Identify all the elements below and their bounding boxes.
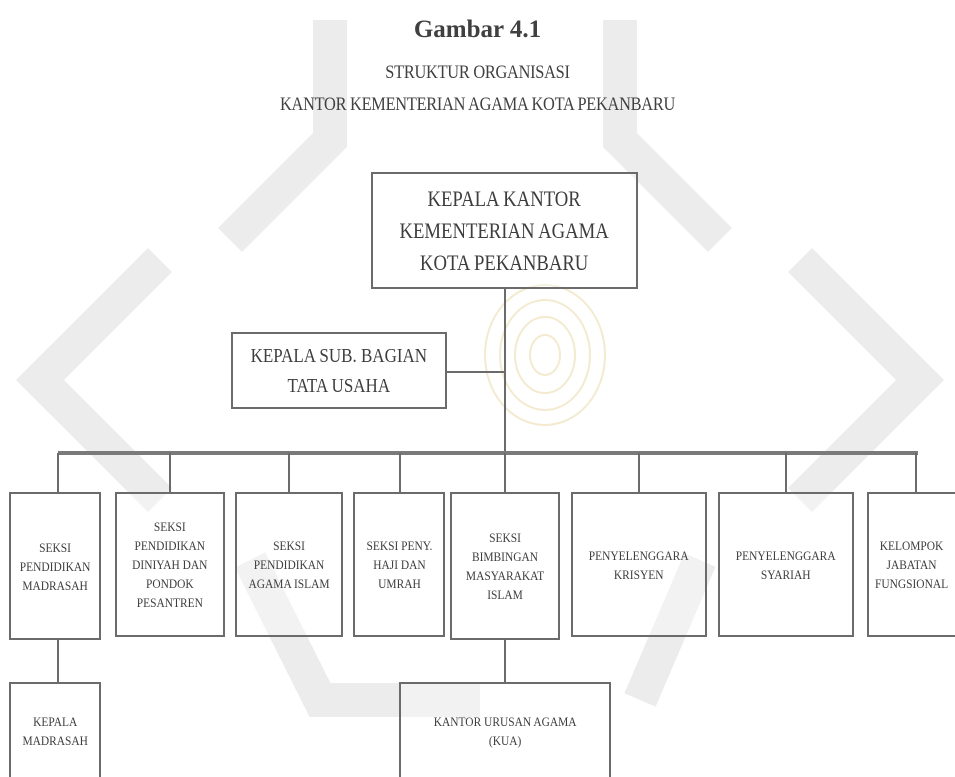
box-penyelenggara-krisyen-label: PENYELENGGARA KRISYEN bbox=[589, 547, 689, 582]
box-kantor-urusan-agama: KANTOR URUSAN AGAMA (KUA) bbox=[399, 682, 611, 777]
box-seksi-pendidikan-madrasah: SEKSI PENDIDIKAN MADRASAH bbox=[9, 492, 101, 640]
box-penyelenggara-syariah-label: PENYELENGGARA SYARIAH bbox=[736, 547, 836, 582]
box-tata-usaha: KEPALA SUB. BAGIAN TATA USAHA bbox=[231, 332, 447, 409]
box-kelompok-jabatan-fungsional-label: KELOMPOK JABATAN FUNGSIONAL bbox=[875, 538, 949, 591]
chart-title-line-1: STRUKTUR ORGANISASI bbox=[385, 62, 570, 83]
box-seksi-bimbingan-masyarakat-label: SEKSI BIMBINGAN MASYARAKAT ISLAM bbox=[465, 530, 545, 602]
box-seksi-pendidikan-agama-islam: SEKSI PENDIDIKAN AGAMA ISLAM bbox=[235, 492, 343, 637]
box-kelompok-jabatan-fungsional: KELOMPOK JABATAN FUNGSIONAL bbox=[867, 492, 955, 637]
box-kepala-kantor-label: KEPALA KANTOR KEMENTERIAN AGAMA KOTA PEK… bbox=[399, 185, 610, 275]
box-seksi-pendidikan-diniyah-label: SEKSI PENDIDIKAN DINIYAH DAN PONDOK PESA… bbox=[132, 519, 208, 610]
box-kepala-madrasah: KEPALA MADRASAH bbox=[9, 682, 101, 777]
figure-label: Gambar 4.1 bbox=[413, 16, 542, 43]
box-seksi-pendidikan-agama-islam-label: SEKSI PENDIDIKAN AGAMA ISLAM bbox=[248, 538, 330, 591]
box-kantor-urusan-agama-label: KANTOR URUSAN AGAMA (KUA) bbox=[433, 713, 577, 748]
box-seksi-bimbingan-masyarakat: SEKSI BIMBINGAN MASYARAKAT ISLAM bbox=[450, 492, 560, 640]
box-penyelenggara-krisyen: PENYELENGGARA KRISYEN bbox=[571, 492, 707, 637]
box-kepala-kantor: KEPALA KANTOR KEMENTERIAN AGAMA KOTA PEK… bbox=[371, 172, 638, 289]
chart-title-line-2: KANTOR KEMENTERIAN AGAMA KOTA PEKANBARU bbox=[279, 94, 676, 115]
box-penyelenggara-syariah: PENYELENGGARA SYARIAH bbox=[718, 492, 854, 637]
box-seksi-haji-umrah-label: SEKSI PENY. HAJI DAN UMRAH bbox=[366, 538, 432, 591]
box-tata-usaha-label: KEPALA SUB. BAGIAN TATA USAHA bbox=[250, 344, 428, 397]
box-seksi-pendidikan-madrasah-label: SEKSI PENDIDIKAN MADRASAH bbox=[19, 539, 91, 593]
box-seksi-haji-umrah: SEKSI PENY. HAJI DAN UMRAH bbox=[353, 492, 445, 637]
box-seksi-pendidikan-diniyah: SEKSI PENDIDIKAN DINIYAH DAN PONDOK PESA… bbox=[115, 492, 225, 637]
box-kepala-madrasah-label: KEPALA MADRASAH bbox=[22, 713, 88, 748]
